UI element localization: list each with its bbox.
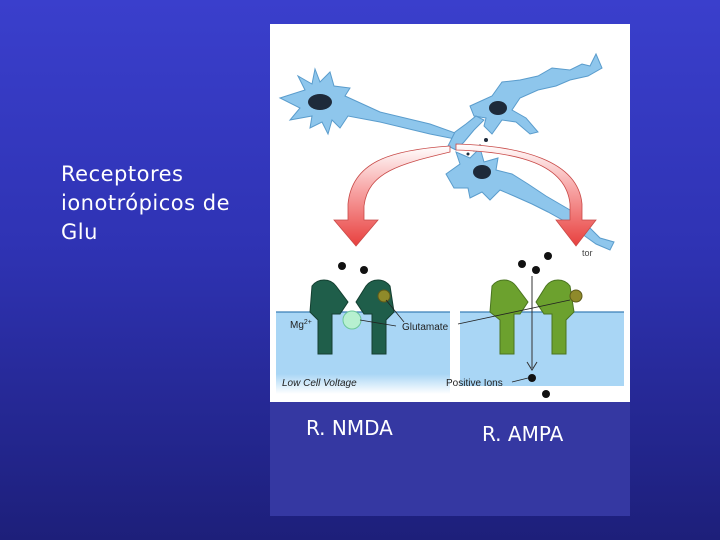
axon-segment <box>447 115 485 151</box>
ion-dot <box>338 262 346 270</box>
lower-neuron <box>445 147 615 251</box>
arrow-to-nmda <box>333 145 451 247</box>
low-voltage-label: Low Cell Voltage <box>282 378 357 389</box>
mg-ion <box>342 310 362 330</box>
ion-dot <box>544 252 552 260</box>
caption-ampa: R. AMPA <box>482 422 564 446</box>
ion-dot <box>532 266 540 274</box>
tor-label: tor <box>582 248 593 258</box>
slide-title: Receptores ionotrópicos de Glu <box>61 162 231 244</box>
nmda-glutamate-site <box>377 289 391 303</box>
ampa-membrane <box>460 312 624 386</box>
low-voltage-band <box>276 374 450 394</box>
ampa-glutamate-site <box>569 289 583 303</box>
left-neuron-nucleus <box>308 94 332 110</box>
ion-dot <box>528 374 536 382</box>
glutamate-label: Glutamate <box>402 322 449 333</box>
ampa-receptor-right <box>535 279 575 355</box>
nmda-receptor-left <box>309 279 349 355</box>
illustration-svg: tor Mg2+ Glutamate Low Cell Voltage <box>276 52 624 398</box>
ion-dot <box>518 260 526 268</box>
arrow-to-ampa <box>455 143 597 247</box>
top-right-neuron-nucleus <box>489 101 507 115</box>
mg-label: Mg2+ <box>290 319 312 331</box>
nmda-receptor-diagram: Mg2+ Glutamate Low Cell Voltage <box>276 262 450 394</box>
caption-nmda: R. NMDA <box>306 416 393 440</box>
lower-neuron-nucleus <box>473 165 491 179</box>
receptor-illustration: tor Mg2+ Glutamate Low Cell Voltage <box>270 24 630 402</box>
ion-dot <box>542 390 550 398</box>
ampa-receptor-left <box>489 279 529 355</box>
nmda-membrane <box>276 312 450 374</box>
ampa-receptor-diagram: Positive Ions <box>446 252 624 398</box>
positive-ions-label: Positive Ions <box>446 378 503 389</box>
figure-panel: tor Mg2+ Glutamate Low Cell Voltage <box>270 24 630 516</box>
left-neuron <box>278 67 461 141</box>
top-right-neuron <box>469 52 603 135</box>
ion-dot <box>360 266 368 274</box>
